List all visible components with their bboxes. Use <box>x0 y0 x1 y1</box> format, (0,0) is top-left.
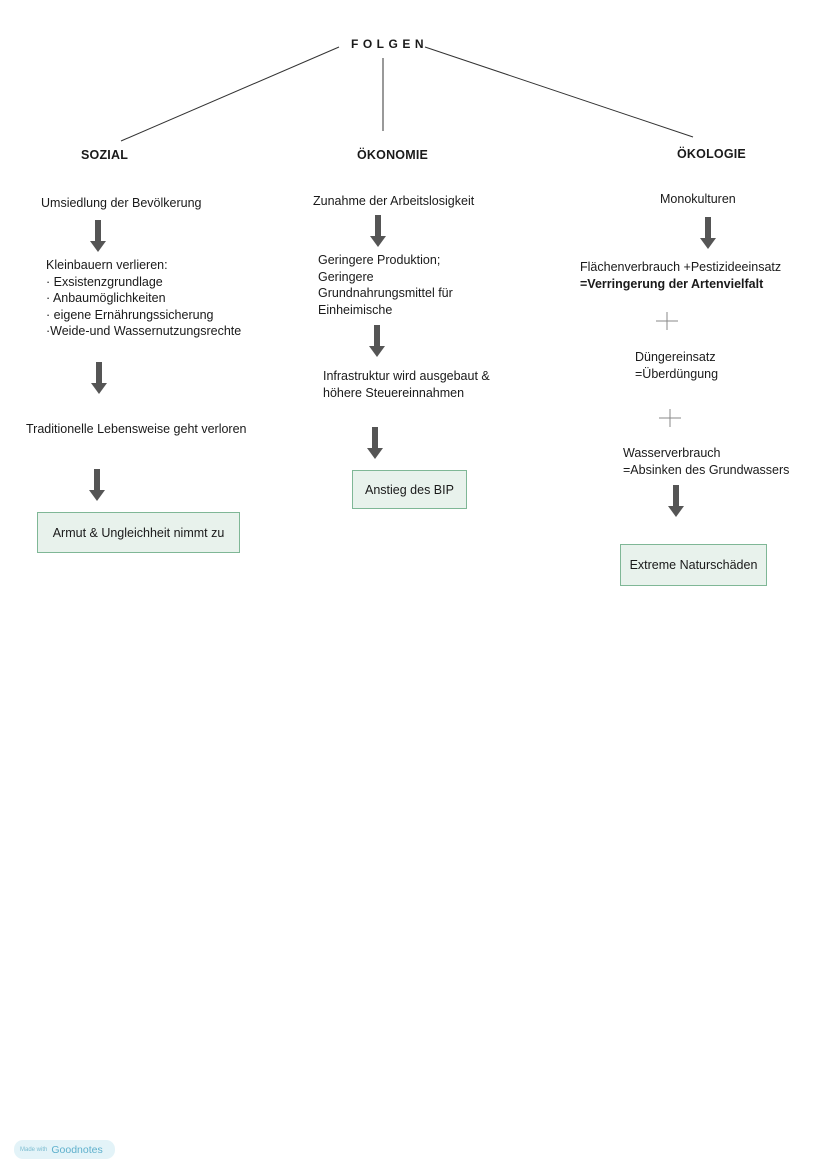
oekologie-step2-line2-text: =Verringerung der Artenvielfalt <box>580 276 764 291</box>
oekonomie-step2-line: Geringere Produktion; <box>318 253 441 267</box>
goodnotes-watermark: Made with Goodnotes <box>14 1140 115 1159</box>
down-arrow-icon <box>89 469 105 501</box>
oekologie-step4: Wasserverbrauch =Absinken des Grundwasse… <box>623 445 789 478</box>
down-arrow-icon <box>668 485 684 517</box>
sozial-step2-line: · eigene Ernährungssicherung <box>46 307 214 322</box>
down-arrow-icon <box>367 427 383 459</box>
sozial-step2-line: · Anbaumöglichkeiten <box>46 291 166 305</box>
oekologie-step2: Flächenverbrauch +Pestizideeinsatz =Verr… <box>580 259 781 292</box>
oekonomie-step2-line: Einheimische <box>318 302 393 317</box>
down-arrow-icon <box>91 362 107 394</box>
oekonomie-step2: Geringere Produktion; Geringere Grundnah… <box>318 252 453 318</box>
oekonomie-step3: Infrastruktur wird ausgebaut & höhere St… <box>323 368 490 401</box>
connector-to-sozial <box>120 46 340 142</box>
heading-oekonomie: ÖKONOMIE <box>357 148 429 162</box>
heading-sozial: SOZIAL <box>81 148 129 162</box>
down-arrow-icon <box>700 217 716 249</box>
watermark-prefix: Made with <box>20 1146 48 1153</box>
oekologie-step3-line1: Düngereinsatz <box>635 350 716 364</box>
down-arrow-icon <box>369 325 385 357</box>
plus-icon <box>659 409 681 427</box>
sozial-result: Armut & Ungleichheit nimmt zu <box>52 525 225 540</box>
down-arrow-icon <box>370 215 386 247</box>
oekologie-step4-line1: Wasserverbrauch <box>623 446 721 460</box>
oekologie-result-box: Extreme Naturschäden <box>620 544 767 586</box>
connector-to-oekologie <box>424 46 694 138</box>
sozial-step2-line: Kleinbauern verlieren: <box>46 258 168 272</box>
oekologie-step3: Düngereinsatz =Überdüngung <box>635 349 718 382</box>
oekonomie-step3-line: höhere Steuereinnahmen <box>323 385 465 400</box>
sozial-step3: Traditionelle Lebensweise geht verloren <box>26 422 247 436</box>
oekologie-step1: Monokulturen <box>660 192 736 206</box>
diagram-title: FOLGEN <box>351 37 428 51</box>
oekologie-step2-line2: =Verringerung der Artenvielfalt <box>580 276 781 293</box>
oekonomie-result-box: Anstieg des BIP <box>352 470 467 509</box>
sozial-step1: Umsiedlung der Bevölkerung <box>41 196 202 210</box>
sozial-result-box: Armut & Ungleichheit nimmt zu <box>37 512 240 553</box>
down-arrow-icon <box>90 220 106 252</box>
title-connector-lines <box>120 46 694 142</box>
oekologie-result: Extreme Naturschäden <box>629 558 758 572</box>
heading-oekologie: ÖKOLOGIE <box>677 147 746 161</box>
oekonomie-step2-line: Grundnahrungsmittel für <box>318 286 453 300</box>
oekologie-step4-line2: =Absinken des Grundwassers <box>623 462 790 477</box>
sozial-step2-line: ·Weide-und Wassernutzungsrechte <box>46 324 242 338</box>
oekologie-step2-line1: Flächenverbrauch +Pestizideeinsatz <box>580 260 782 274</box>
sozial-step2: Kleinbauern verlieren: · Exsistenzgrundl… <box>46 257 241 340</box>
oekonomie-step3-line: Infrastruktur wird ausgebaut & <box>323 369 490 383</box>
oekonomie-result: Anstieg des BIP <box>365 482 454 497</box>
plus-icon <box>656 312 678 330</box>
oekologie-step3-line2: =Überdüngung <box>635 366 719 381</box>
watermark-brand: Goodnotes <box>51 1143 103 1156</box>
sozial-step2-line: · Exsistenzgrundlage <box>46 274 163 289</box>
oekonomie-step2-line: Geringere <box>318 269 374 284</box>
oekonomie-step1: Zunahme der Arbeitslosigkeit <box>313 194 475 208</box>
